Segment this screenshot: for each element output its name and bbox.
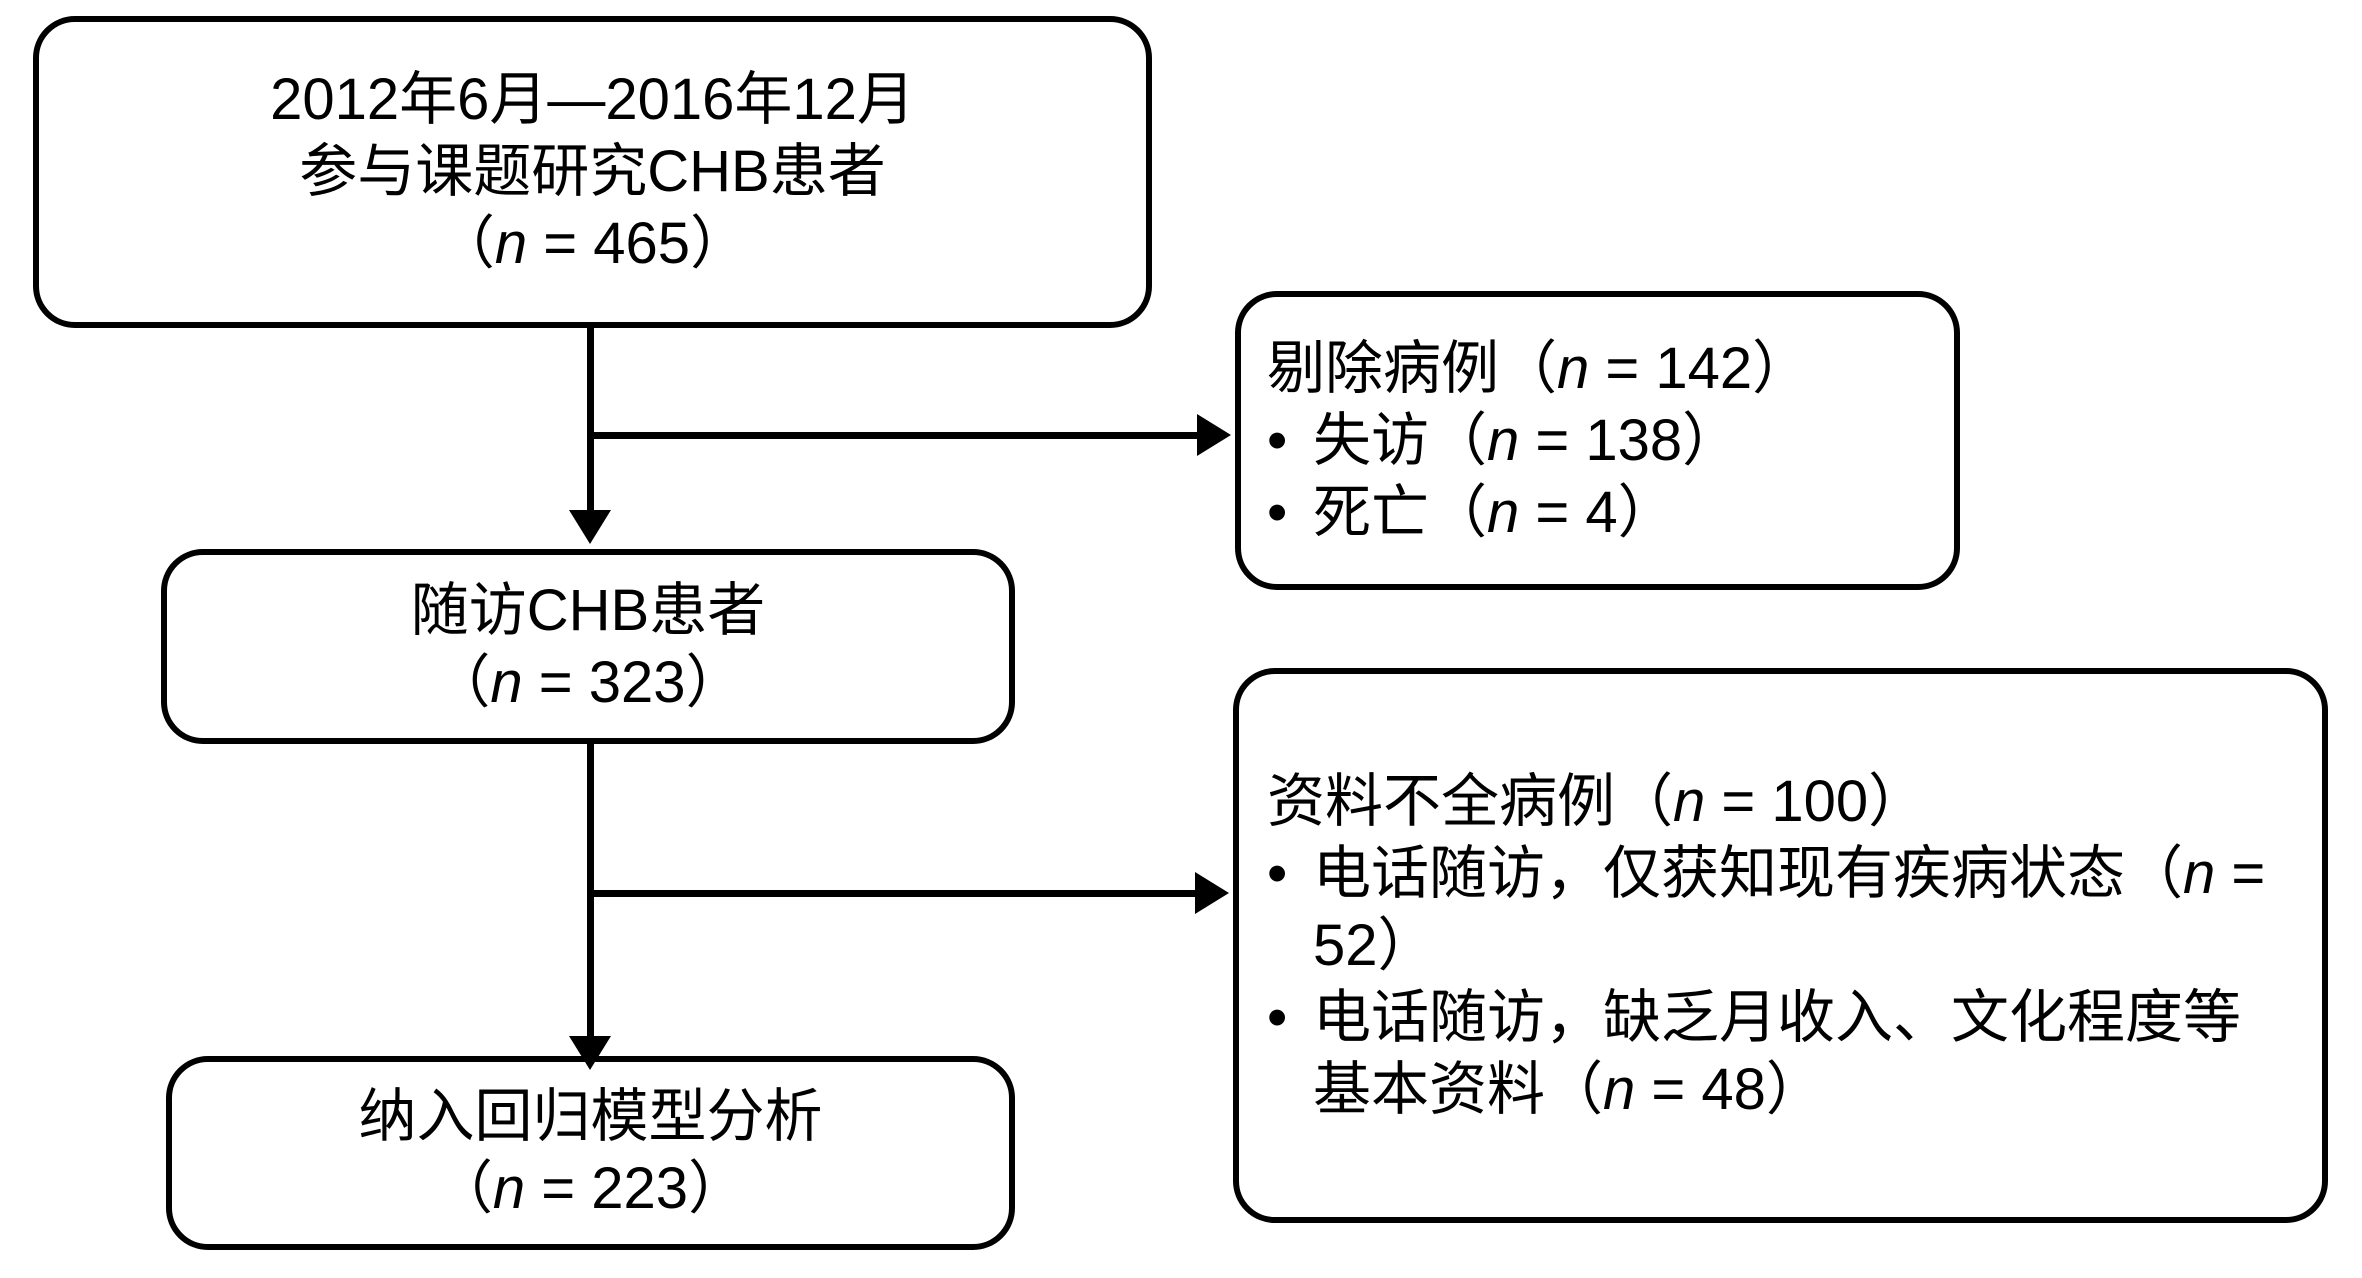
node-analyzed-label: 纳入回归模型分析 <box>358 1084 823 1149</box>
node-regression-analysis: 纳入回归模型分析 （n = 223） <box>166 1056 1015 1250</box>
n-value: = 142 <box>1589 335 1753 401</box>
n-value: = 52 <box>1313 840 2266 978</box>
incomplete-heading-text: 资料不全病例（ <box>1267 768 1674 834</box>
list-item-text: 失访（n = 138） <box>1313 405 1740 477</box>
node-followed-count: （n = 323） <box>432 647 743 719</box>
paren-close: ） <box>1752 335 1811 401</box>
edge-enrolled-to-followed-stem <box>587 328 594 513</box>
n-symbol: n <box>1487 479 1520 545</box>
paren-close: ） <box>1617 479 1676 545</box>
n-symbol: n <box>1557 335 1590 401</box>
n-symbol: n <box>490 649 523 715</box>
node-incomplete-heading: 资料不全病例（n = 100） <box>1267 766 1926 838</box>
excluded-heading-text: 剔除病例（ <box>1267 335 1558 401</box>
bullet-icon: • <box>1267 407 1288 473</box>
n-symbol: n <box>1603 1056 1636 1122</box>
n-symbol: n <box>492 1156 526 1221</box>
n-symbol: n <box>2183 840 2216 906</box>
node-incomplete-data-cases: 资料不全病例（n = 100） • 电话随访，仅获知现有疾病状态（n = 52）… <box>1233 668 2328 1223</box>
n-symbol: n <box>1673 768 1706 834</box>
list-item: • 电话随访，仅获知现有疾病状态（n = 52） <box>1267 838 2296 982</box>
paren-open: （ <box>432 649 491 715</box>
edge-enrolled-to-excluded-stem <box>587 432 1199 439</box>
node-enrolled-line-subject: 参与课题研究CHB患者 <box>299 139 886 204</box>
node-enrolled-cohort: 2012年6月—2016年12月 参与课题研究CHB患者 （n = 465） <box>33 16 1152 328</box>
bullet-icon: • <box>1267 479 1288 545</box>
paren-close: ） <box>690 211 749 276</box>
paren-open: （ <box>436 211 495 276</box>
node-enrolled-line-period: 2012年6月—2016年12月 <box>270 67 915 132</box>
n-value: = 100 <box>1705 768 1869 834</box>
edge-followed-to-incomplete-stem <box>587 890 1197 897</box>
n-symbol: n <box>494 211 528 276</box>
list-item: • 死亡（n = 4） <box>1267 477 1676 549</box>
n-value: = 4 <box>1519 479 1618 545</box>
n-symbol: n <box>1487 407 1520 473</box>
paren-close: ） <box>688 1156 747 1221</box>
bullet-label: 电话随访，缺乏月收入、文化程度等基本资料（ <box>1313 984 2242 1122</box>
arrowhead-down-icon <box>569 510 611 544</box>
list-item-text: 死亡（n = 4） <box>1313 477 1676 549</box>
arrowhead-right-icon <box>1195 872 1229 914</box>
node-excluded-heading: 剔除病例（n = 142） <box>1267 333 1810 405</box>
list-item: • 失访（n = 138） <box>1267 405 1740 477</box>
n-value: = 323 <box>522 649 686 715</box>
node-followed-label: 随访CHB患者 <box>410 577 766 643</box>
paren-close: ） <box>1682 407 1741 473</box>
bullet-label: 电话随访，仅获知现有疾病状态（ <box>1313 840 2184 906</box>
list-item-text: 电话随访，仅获知现有疾病状态（n = 52） <box>1313 838 2296 982</box>
list-item: • 电话随访，缺乏月收入、文化程度等基本资料（n = 48） <box>1267 982 2296 1126</box>
list-item-text: 电话随访，缺乏月收入、文化程度等基本资料（n = 48） <box>1313 982 2296 1126</box>
paren-close: ） <box>1868 768 1927 834</box>
paren-close: ） <box>1765 1056 1824 1122</box>
n-value: = 465 <box>527 211 691 276</box>
bullet-icon: • <box>1267 840 1288 906</box>
arrowhead-down-icon <box>569 1036 611 1070</box>
n-value: = 223 <box>525 1156 689 1221</box>
node-excluded-cases: 剔除病例（n = 142） • 失访（n = 138） • 死亡（n = 4） <box>1235 291 1960 590</box>
n-value: = 48 <box>1635 1056 1766 1122</box>
bullet-icon: • <box>1267 984 1288 1050</box>
arrowhead-right-icon <box>1197 414 1231 456</box>
n-value: = 138 <box>1519 407 1683 473</box>
bullet-label: 失访（ <box>1313 407 1488 473</box>
paren-open: （ <box>434 1156 493 1221</box>
bullet-label: 死亡（ <box>1313 479 1488 545</box>
paren-close: ） <box>1377 912 1436 978</box>
paren-close: ） <box>685 649 744 715</box>
node-enrolled-count: （n = 465） <box>437 208 748 280</box>
node-analyzed-count: （n = 223） <box>435 1153 746 1225</box>
node-followed-patients: 随访CHB患者 （n = 323） <box>161 549 1015 744</box>
